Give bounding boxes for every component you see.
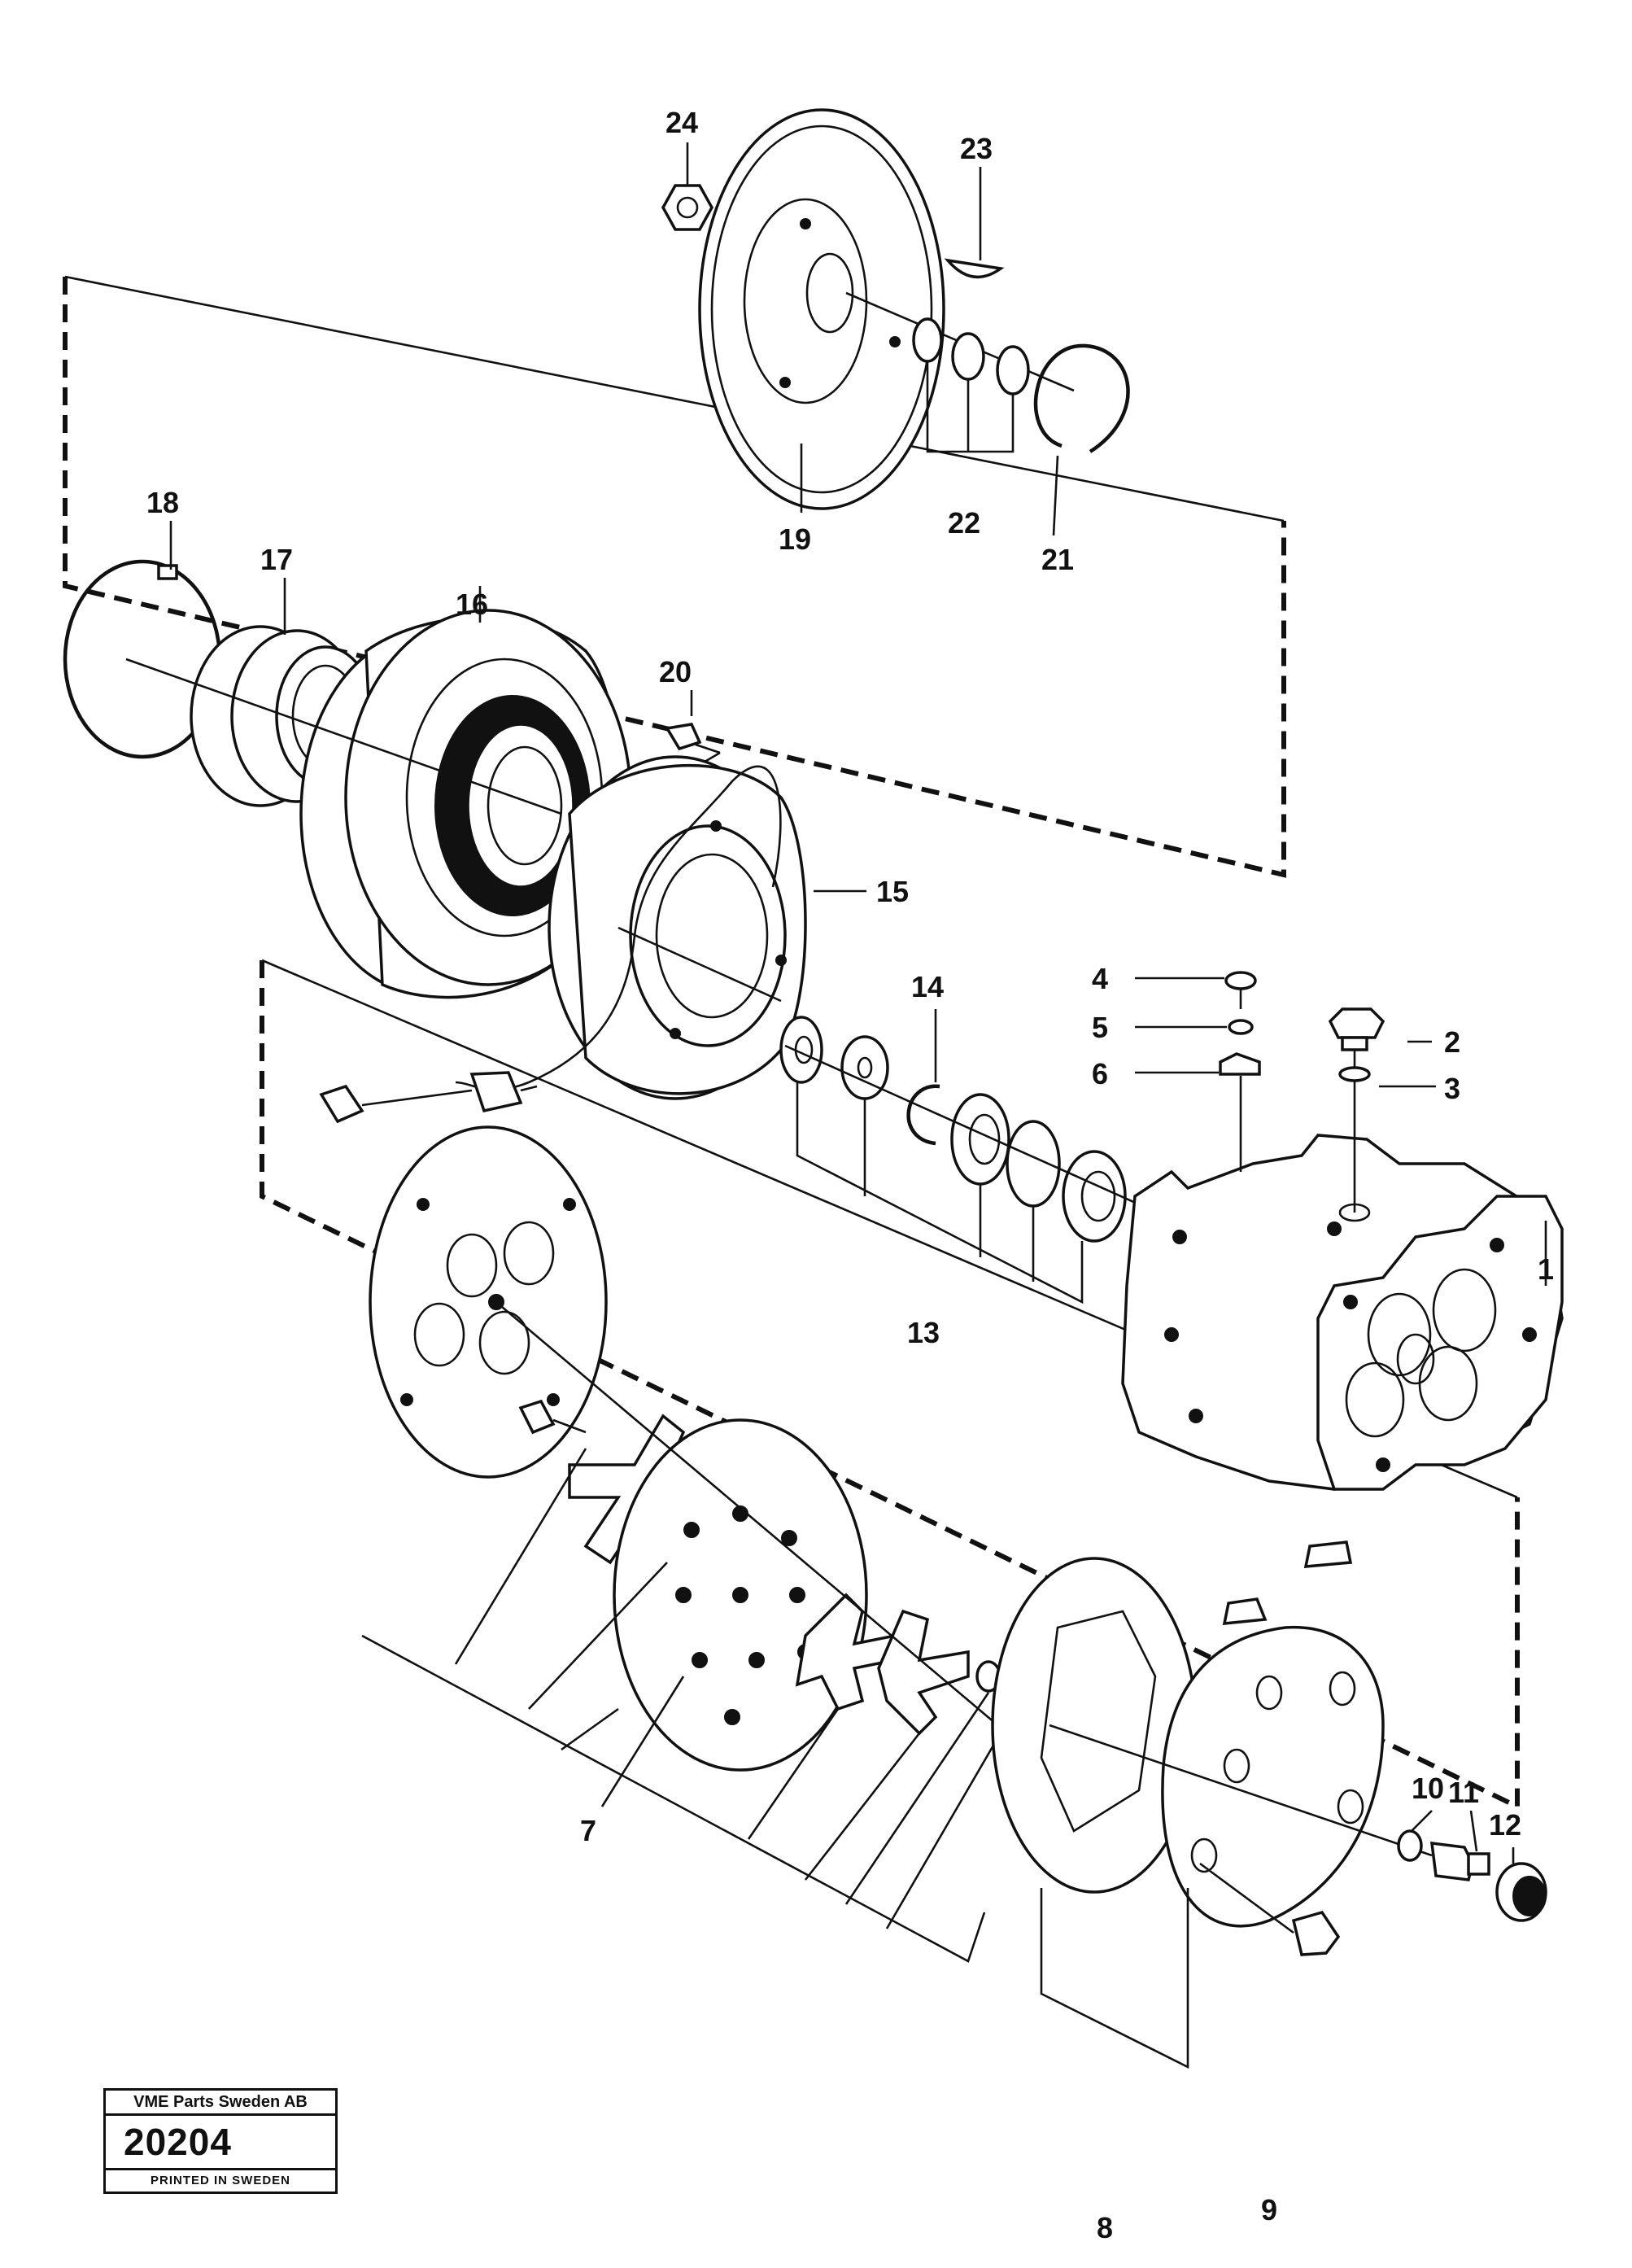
bolt-7b	[518, 1399, 587, 1435]
clamp-6	[1219, 1052, 1261, 1076]
circlip-14	[906, 1084, 940, 1146]
callout-6: 6	[1092, 1057, 1108, 1090]
callout-18: 18	[146, 486, 179, 519]
parts-stamp: VME Parts Sweden AB 20204 PRINTED IN SWE…	[103, 2088, 338, 2194]
callout-15: 15	[876, 875, 909, 908]
callout-16: 16	[456, 588, 488, 621]
callout-23: 23	[960, 132, 993, 165]
seal-bearing-13a	[779, 1016, 823, 1084]
stamp-printed: PRINTED IN SWEDEN	[106, 2168, 335, 2192]
callout-19: 19	[779, 522, 811, 556]
plug-2	[1328, 1007, 1385, 1051]
hub-plate-19	[698, 108, 945, 510]
seal-seat-13e	[1062, 1150, 1127, 1243]
cap-12	[1495, 1862, 1547, 1922]
stamp-number: 20204	[124, 2121, 232, 2163]
stamp-company: VME Parts Sweden AB	[106, 2091, 335, 2116]
callout-14: 14	[911, 970, 944, 1003]
o-ring-13d	[1006, 1120, 1061, 1208]
field-coil-15	[455, 755, 807, 1100]
pulley-16	[299, 609, 632, 999]
upper-assembly-dashed-bracket	[63, 277, 1286, 878]
gasket-7a	[369, 1125, 608, 1479]
washer-3	[1338, 1066, 1371, 1082]
callout-12: 12	[1489, 1808, 1521, 1842]
snap-ring-18-tab	[157, 564, 178, 580]
wire-connector	[319, 1071, 538, 1124]
o-ring-10	[1397, 1829, 1423, 1862]
callout-21: 21	[1041, 543, 1074, 576]
valve-plate-7d	[613, 1418, 868, 1772]
compressor-body-1	[1121, 1025, 1564, 1491]
key-23	[944, 258, 1005, 279]
snap-ring-21	[1033, 343, 1130, 453]
bolt-9	[1199, 1862, 1341, 1956]
cylinder-head-8b	[1161, 1540, 1385, 1928]
callout-4: 4	[1092, 962, 1108, 995]
shim-22a	[912, 317, 943, 363]
callout-2: 2	[1444, 1025, 1460, 1059]
lower-assembly-dashed-bracket	[260, 960, 1520, 1811]
callout-1: 1	[1538, 1252, 1554, 1286]
callout-22: 22	[948, 506, 980, 540]
nut-24	[661, 184, 714, 231]
washer-5	[1228, 1019, 1254, 1035]
callout-24: 24	[665, 106, 698, 139]
fitting-11	[1429, 1841, 1490, 1881]
callout-5: 5	[1092, 1011, 1108, 1044]
upper-assembly-bracket-line	[64, 275, 1285, 522]
callout-3: 3	[1444, 1072, 1460, 1105]
callout-11: 11	[1448, 1776, 1479, 1809]
callout-7: 7	[580, 1814, 596, 1847]
callout-8: 8	[1097, 2211, 1113, 2244]
seal-13c	[950, 1093, 1010, 1186]
shim-22c	[996, 345, 1030, 395]
reed-valve-7f	[877, 1609, 970, 1736]
callout-17: 17	[260, 543, 293, 576]
callout-20: 20	[659, 655, 692, 688]
callout-10: 10	[1412, 1772, 1444, 1805]
shim-22b	[951, 332, 985, 381]
callout-9: 9	[1261, 2193, 1277, 2226]
bolt-4	[1224, 971, 1257, 1009]
callout-13: 13	[907, 1316, 940, 1349]
